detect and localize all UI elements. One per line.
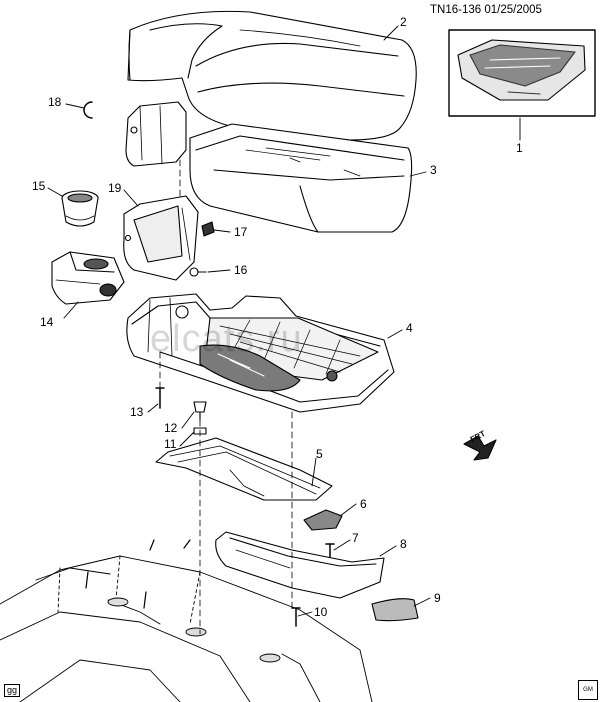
harness-bracket (303, 509, 343, 531)
assembly-guide-lines (159, 159, 293, 635)
callout-14: 14 (40, 315, 54, 329)
cup-holder-housing (51, 251, 125, 305)
seat-pan-tray (126, 293, 395, 413)
push-clip (201, 221, 215, 237)
corner-tag: gg (4, 684, 21, 697)
callout-2: 2 (400, 15, 407, 29)
watermark: elcats.ru (150, 318, 303, 360)
callout-4: 4 (406, 321, 413, 335)
callout-10: 10 (314, 605, 328, 619)
callout-13: 13 (130, 405, 144, 419)
vehicle-floor-pan (0, 539, 373, 702)
front-direction-arrow (463, 435, 497, 461)
callout-leaders (47, 25, 521, 617)
seat-cushion-cover (127, 10, 417, 141)
front-trim-cover (215, 531, 385, 599)
callout-15: 15 (32, 179, 46, 193)
callout-1: 1 (516, 141, 523, 155)
callout-9: 9 (434, 591, 441, 605)
callout-16: 16 (234, 263, 248, 277)
callout-19: 19 (108, 181, 122, 195)
seat-bracket-upper (125, 101, 187, 167)
bracket-screw (189, 267, 207, 277)
callout-6: 6 (360, 497, 367, 511)
stud-12 (193, 401, 207, 421)
callout-3: 3 (430, 163, 437, 177)
callout-7: 7 (352, 531, 359, 545)
diagram-date: 01/25/2005 (484, 4, 542, 16)
diagram-code: TN16-136 (430, 4, 482, 16)
seat-frame-harness (155, 437, 333, 501)
side-trim-panel (123, 195, 199, 281)
callout-12: 12 (164, 421, 178, 435)
callout-5: 5 (316, 447, 323, 461)
retaining-ring (83, 101, 93, 119)
diagram-header: TN16-136 01/25/2005 (430, 4, 542, 16)
callout-8: 8 (400, 537, 407, 551)
callout-18: 18 (48, 95, 62, 109)
gm-badge: GM (578, 680, 598, 700)
callout-17: 17 (234, 225, 248, 239)
bolt-10 (291, 607, 301, 627)
callout-11: 11 (164, 437, 177, 451)
cup-holder-insert (61, 190, 99, 227)
trim-strip (371, 598, 419, 622)
